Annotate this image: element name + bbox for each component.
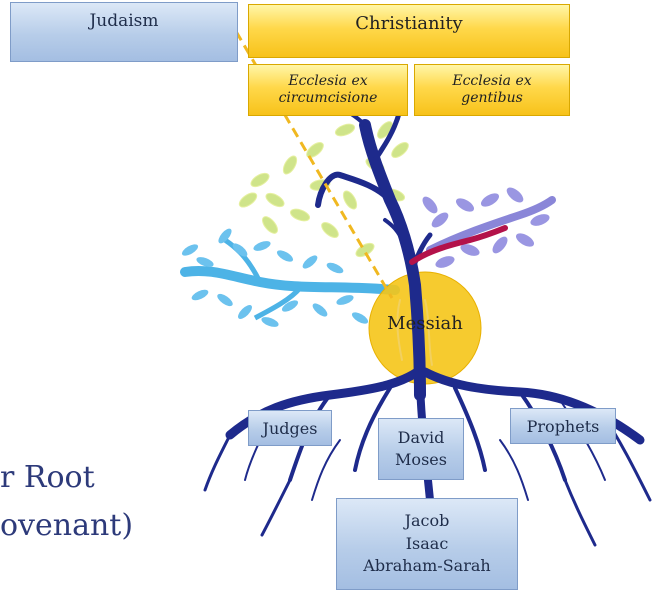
purple-branch: [420, 185, 552, 270]
david-moses-box: David Moses: [378, 418, 464, 480]
ecclesia-ex-gentibus-box: Ecclesia ex gentibus: [414, 64, 570, 116]
ecclesia-circ-line-1: Ecclesia ex: [288, 73, 367, 91]
patriarchs-box: Jacob Isaac Abraham-Sarah: [336, 498, 518, 590]
light-blue-branch: [180, 227, 395, 329]
ecclesia-ex-circumcisione-box: Ecclesia ex circumcisione: [248, 64, 408, 116]
ecclesia-gent-line-2: gentibus: [461, 90, 523, 108]
jacob-label: Jacob: [405, 510, 450, 532]
judges-label: Judges: [263, 419, 318, 438]
prophets-label: Prophets: [527, 417, 600, 436]
david-label: David: [398, 427, 445, 449]
judaism-label: Judaism: [89, 11, 158, 31]
moses-label: Moses: [395, 449, 447, 471]
ecclesia-circ-line-2: circumcisione: [279, 90, 378, 108]
judges-box: Judges: [248, 410, 332, 446]
isaac-label: Isaac: [406, 533, 449, 555]
cropped-covenant-text: ovenant): [0, 508, 160, 543]
prophets-box: Prophets: [510, 408, 616, 444]
christianity-box: Christianity: [248, 4, 570, 58]
ecclesia-gent-line-1: Ecclesia ex: [452, 73, 531, 91]
abraham-sarah-label: Abraham-Sarah: [363, 555, 490, 577]
cropped-root-text: r Root: [0, 460, 120, 495]
christianity-label: Christianity: [355, 13, 462, 34]
judaism-box: Judaism: [10, 2, 238, 62]
messiah-label: Messiah: [368, 313, 482, 334]
